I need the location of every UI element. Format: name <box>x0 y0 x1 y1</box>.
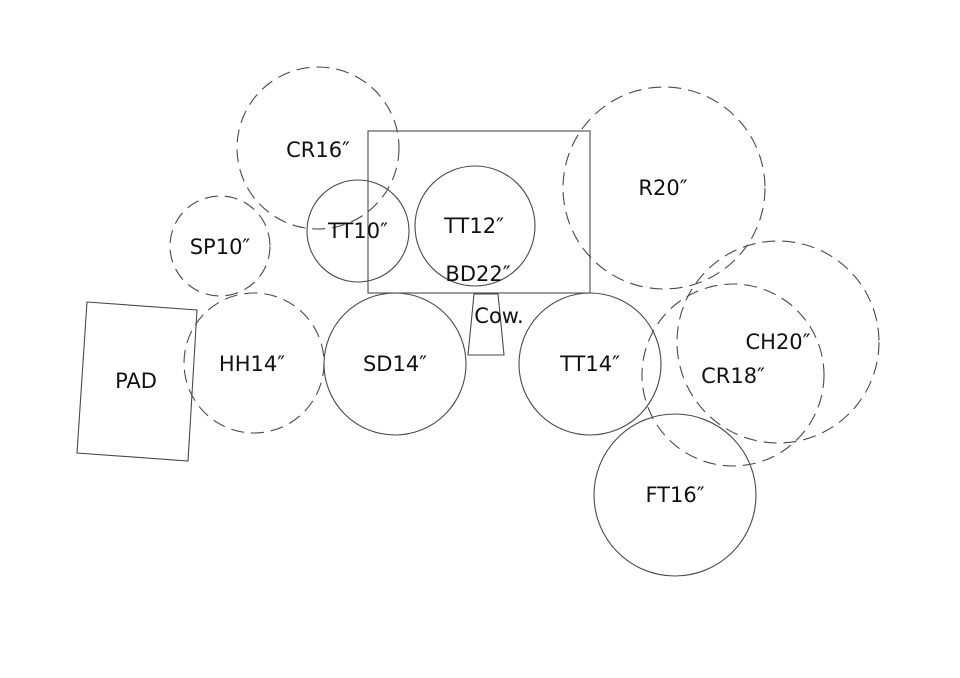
splash-10-cymbal[interactable]: SP10″ <box>169 195 271 297</box>
tom-14-label: TT14″ <box>559 352 620 376</box>
splash-10-shape <box>169 195 271 297</box>
splash-10-label: SP10″ <box>190 235 251 259</box>
ride-20-label: R20″ <box>638 176 687 200</box>
tom-10-label: TT10″ <box>327 219 388 243</box>
china-20-cymbal[interactable]: CH20″ <box>676 240 880 444</box>
crash-16-label: CR16″ <box>286 138 350 162</box>
ride-20-cymbal[interactable]: R20″ <box>562 86 766 290</box>
tom-12-drum[interactable]: TT12″ <box>414 165 536 287</box>
snare-14-label: SD14″ <box>363 352 427 376</box>
tom-14-drum[interactable]: TT14″ <box>518 292 662 436</box>
crash-18-label: CR18″ <box>701 364 765 388</box>
bass-drum[interactable] <box>367 130 591 294</box>
bass-drum-label-group: BD22″ <box>445 262 510 286</box>
crash-16-shape <box>236 66 400 230</box>
china-20-label: CH20″ <box>745 330 810 354</box>
tom-14-shape <box>518 292 662 436</box>
crash-18-cymbal[interactable]: CR18″ <box>641 283 825 467</box>
tom-10-shape <box>306 179 410 283</box>
cowbell-label: Cow. <box>474 304 523 328</box>
cowbell-shape <box>467 293 505 356</box>
china-20-shape <box>676 240 880 444</box>
snare-14-shape <box>323 292 467 436</box>
crash-16-cymbal[interactable]: CR16″ <box>236 66 400 230</box>
bass-drum-label: BD22″ <box>445 262 510 286</box>
hihat-14-label: HH14″ <box>219 352 285 376</box>
floor-tom-16-label: FT16″ <box>645 483 704 507</box>
tom-12-label: TT12″ <box>443 214 504 238</box>
ride-20-shape <box>562 86 766 290</box>
pad-shape <box>76 301 198 462</box>
floor-tom-16-drum[interactable]: FT16″ <box>593 413 757 577</box>
floor-tom-16-shape <box>593 413 757 577</box>
electronic-pad[interactable]: PAD <box>76 301 198 462</box>
tom-10-drum[interactable]: TT10″ <box>306 179 410 283</box>
pad-label: PAD <box>115 369 157 393</box>
tom-12-shape <box>414 165 536 287</box>
cowbell[interactable]: Cow. <box>467 293 524 356</box>
crash-18-shape <box>641 283 825 467</box>
snare-14-drum[interactable]: SD14″ <box>323 292 467 436</box>
bass-drum-shape <box>367 130 591 294</box>
